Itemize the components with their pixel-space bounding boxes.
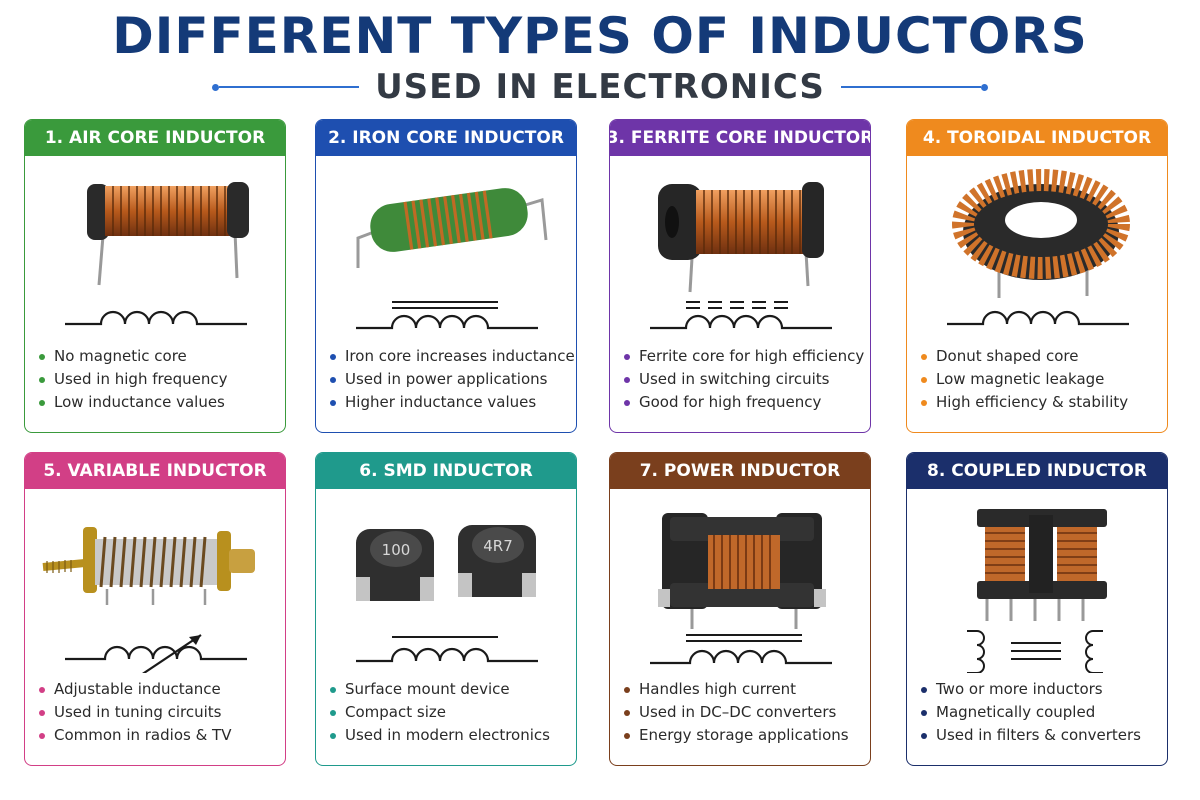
bullet-icon (624, 353, 630, 360)
feature-list: Iron core increases inductance Used in p… (330, 345, 575, 414)
feature-list: No magnetic core Used in high frequency … (39, 345, 227, 414)
card-coupled: 8. COUPLED INDUCTOR Two or more inductor… (906, 452, 1168, 766)
list-item: No magnetic core (39, 345, 227, 368)
card-title: 4. TOROIDAL INDUCTOR (907, 120, 1167, 156)
bullet-icon (624, 376, 630, 383)
air-core-inductor-illustration (87, 182, 249, 286)
smd-marking-100: 100 (382, 541, 411, 559)
card-air-core: 1. AIR CORE INDUCTOR No magnetic core Us… (24, 119, 286, 433)
bullet-icon (39, 732, 45, 739)
right-decoration (840, 83, 988, 91)
iron-core-inductor-symbol (356, 301, 538, 330)
list-item: Used in tuning circuits (39, 701, 231, 724)
card-title: 3. FERRITE CORE INDUCTOR (610, 120, 870, 156)
bullet-icon (39, 376, 45, 383)
feature-list: Surface mount device Compact size Used i… (330, 678, 550, 747)
list-item: Low inductance values (39, 391, 227, 414)
page-title: DIFFERENT TYPES OF INDUCTORS (112, 7, 1088, 65)
bullet-icon (921, 399, 927, 406)
coupled-inductor-illustration (977, 509, 1107, 621)
bullet-icon (921, 732, 927, 739)
smd-inductor-illustration: 100 4R7 (356, 525, 536, 601)
list-item: Surface mount device (330, 678, 550, 701)
card-title: 1. AIR CORE INDUCTOR (25, 120, 285, 156)
card-ferrite-core: 3. FERRITE CORE INDUCTOR Ferrite core fo… (609, 119, 871, 433)
smd-marking-4r7: 4R7 (483, 537, 513, 555)
coupled-inductor-symbol (967, 630, 1103, 673)
list-item: Good for high frequency (624, 391, 864, 414)
list-item: Two or more inductors (921, 678, 1141, 701)
list-item: Used in modern electronics (330, 724, 550, 747)
bullet-icon (330, 732, 336, 739)
variable-inductor-illustration (42, 527, 255, 605)
list-item: Iron core increases inductance (330, 345, 575, 368)
feature-list: Ferrite core for high efficiency Used in… (624, 345, 864, 414)
bullet-icon (921, 376, 927, 383)
card-title: 6. SMD INDUCTOR (316, 453, 576, 489)
card-power: 7. POWER INDUCTOR Handles high current U… (609, 452, 871, 766)
iron-core-inductor-illustration (356, 188, 548, 268)
bullet-icon (921, 709, 927, 716)
card-toroidal: 4. TOROIDAL INDUCTOR Donut shaped core L… (906, 119, 1168, 433)
bullet-icon (330, 376, 336, 383)
subtitle-row: USED IN ELECTRONICS (0, 64, 1200, 110)
list-item: Higher inductance values (330, 391, 575, 414)
card-title: 5. VARIABLE INDUCTOR (25, 453, 285, 489)
list-item: Used in filters & converters (921, 724, 1141, 747)
list-item: High efficiency & stability (921, 391, 1128, 414)
bullet-icon (624, 732, 630, 739)
feature-list: Adjustable inductance Used in tuning cir… (39, 678, 231, 747)
list-item: Ferrite core for high efficiency (624, 345, 864, 368)
card-iron-core: 2. IRON CORE INDUCTOR Iron core increase… (315, 119, 577, 433)
bullet-icon (921, 686, 927, 693)
list-item: Used in high frequency (39, 368, 227, 391)
bullet-icon (624, 686, 630, 693)
bullet-icon (39, 686, 45, 693)
list-item: Used in DC–DC converters (624, 701, 849, 724)
card-variable: 5. VARIABLE INDUCTOR Adjustable inductan… (24, 452, 286, 766)
left-decoration (212, 83, 360, 91)
feature-list: Two or more inductors Magnetically coupl… (921, 678, 1141, 747)
ferrite-core-inductor-illustration (658, 182, 824, 293)
card-title: 8. COUPLED INDUCTOR (907, 453, 1167, 489)
list-item: Compact size (330, 701, 550, 724)
list-item: Common in radios & TV (39, 724, 231, 747)
variable-inductor-symbol (65, 634, 247, 673)
list-item: Energy storage applications (624, 724, 849, 747)
bullet-icon (330, 353, 336, 360)
list-item: Used in power applications (330, 368, 575, 391)
list-item: Magnetically coupled (921, 701, 1141, 724)
bullet-icon (39, 353, 45, 360)
list-item: Used in switching circuits (624, 368, 864, 391)
list-item: Handles high current (624, 678, 849, 701)
feature-list: Handles high current Used in DC–DC conve… (624, 678, 849, 747)
bullet-icon (39, 709, 45, 716)
card-smd: 6. SMD INDUCTOR 100 4R7 Surface mount de… (315, 452, 577, 766)
bullet-icon (39, 399, 45, 406)
card-title: 2. IRON CORE INDUCTOR (316, 120, 576, 156)
list-item: Adjustable inductance (39, 678, 231, 701)
smd-inductor-symbol (356, 636, 538, 663)
inductor-symbol (65, 310, 247, 326)
bullet-icon (624, 709, 630, 716)
bullet-icon (330, 399, 336, 406)
feature-list: Donut shaped core Low magnetic leakage H… (921, 345, 1128, 414)
bullet-icon (330, 709, 336, 716)
inductor-symbol (947, 310, 1129, 326)
power-inductor-symbol (650, 634, 832, 665)
bullet-icon (330, 686, 336, 693)
toroidal-inductor-illustration (952, 169, 1130, 298)
list-item: Donut shaped core (921, 345, 1128, 368)
list-item: Low magnetic leakage (921, 368, 1128, 391)
power-inductor-illustration (658, 513, 826, 629)
ferrite-core-inductor-symbol (650, 301, 832, 330)
page-subtitle: USED IN ELECTRONICS (375, 67, 825, 107)
bullet-icon (624, 399, 630, 406)
card-title: 7. POWER INDUCTOR (610, 453, 870, 489)
bullet-icon (921, 353, 927, 360)
